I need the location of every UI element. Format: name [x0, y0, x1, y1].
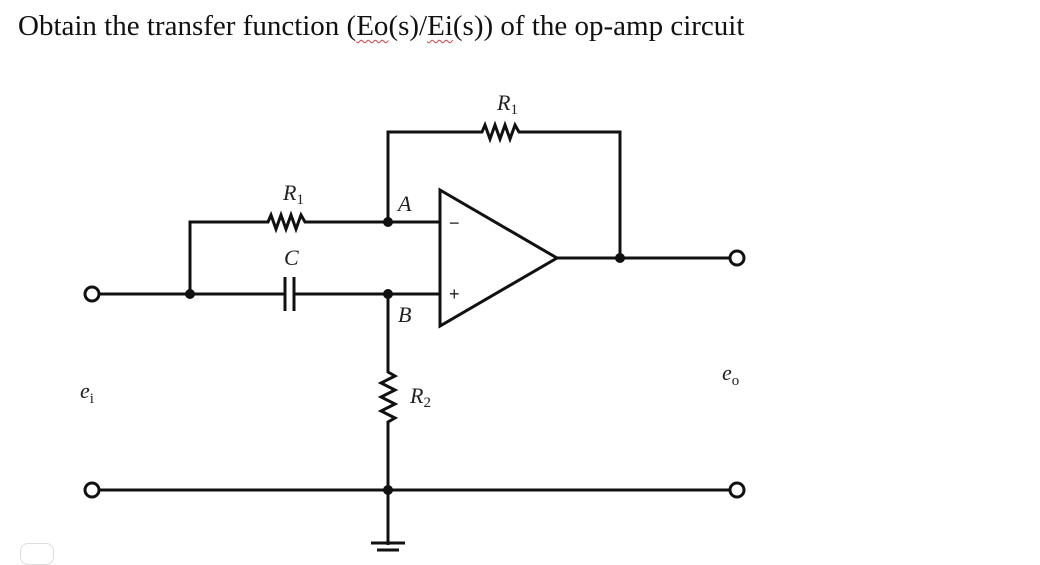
input-voltage-label: ei: [80, 378, 94, 407]
ground-resistor-label: R2: [409, 383, 431, 411]
question-mid: (s)/: [388, 10, 428, 42]
junction-dot-a: [383, 217, 393, 227]
input-terminal-bottom: [83, 481, 101, 499]
question-text: Obtain the transfer function (Eo(s)/Ei(s…: [18, 10, 744, 43]
feedback-resistor-label: R1: [496, 90, 518, 118]
question-prefix: Obtain the transfer function (: [18, 10, 357, 42]
node-b-label: B: [398, 302, 411, 327]
output-terminal-bottom: [728, 481, 746, 499]
junction-dot-b: [383, 289, 393, 299]
input-resistor-label: R1: [282, 180, 304, 208]
opamp-triangle: [438, 187, 560, 329]
input-resistor-r1: [188, 210, 388, 294]
feedback-resistor-r1: [386, 120, 622, 258]
spellcheck-ei: Ei: [427, 10, 453, 42]
input-terminal-top: [83, 285, 101, 303]
capacitor-gap: [284, 284, 294, 304]
node-a-label: A: [396, 191, 412, 216]
junction-dot-output: [615, 253, 625, 263]
corner-widget: [20, 543, 54, 565]
ground-resistor-r2: [377, 294, 399, 545]
capacitor-label: C: [284, 245, 299, 270]
output-voltage-label: eo: [722, 360, 739, 389]
noninverting-sign: +: [449, 284, 460, 304]
question-suffix: (s)) of the op-amp circuit: [452, 10, 745, 42]
junction-dot: [185, 289, 195, 299]
spellcheck-eo: Eo: [356, 10, 389, 42]
junction-dot-ground: [383, 485, 393, 495]
output-terminal-top: [728, 249, 746, 267]
inverting-sign: −: [449, 213, 460, 233]
